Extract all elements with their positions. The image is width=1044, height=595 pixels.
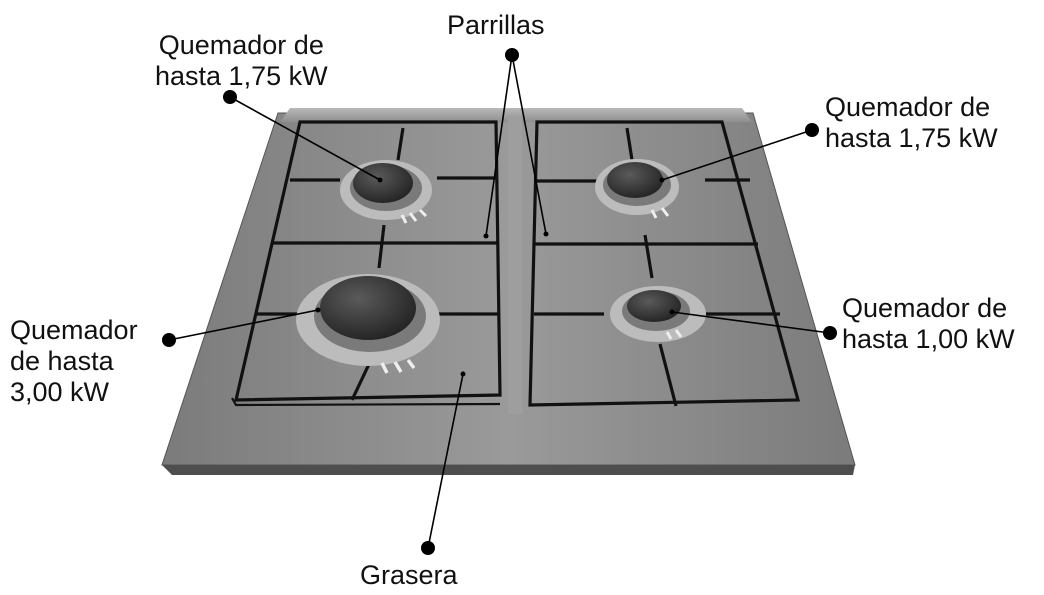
hob-front-edge [162,465,855,475]
leader-top-left-burner [229,96,381,181]
label-bottom-right-burner: Quemador de hasta 1,00 kW [842,293,1015,354]
label-grasera: Grasera [360,560,458,590]
leader-bottom-left-burner [168,309,319,341]
dot-top-right-burner [805,123,819,137]
leader-lines [168,54,831,549]
right-grate [528,120,801,407]
dot-grasera [421,541,435,555]
dot-parrillas [505,48,519,62]
dot-bottom-right-burner [823,326,837,340]
dot-bottom-left-burner [162,333,176,347]
leader-grasera [427,373,464,549]
left-grate [231,120,502,407]
hob-body [161,108,856,475]
label-top-right-burner: Quemador de hasta 1,75 kW [825,92,998,153]
hob-back-rim [280,108,752,122]
label-bottom-left-burner: Quemador de hasta 3,00 kW [10,315,138,407]
leader-top-right-burner [661,129,813,181]
burner-bottom-left [296,274,440,374]
label-top-left-burner: Quemador de hasta 1,75 kW [155,30,328,91]
label-parrillas: Parrillas [447,10,545,40]
leader-bottom-right-burner [671,311,831,334]
burner-bottom-right [610,286,706,342]
dot-top-left-burner [223,90,237,104]
leader-dots [162,48,837,555]
leader-parrillas-right [511,54,547,235]
hob-center-divider [508,118,522,414]
leader-parrillas-left [485,54,513,237]
burner-top-right [595,159,679,219]
